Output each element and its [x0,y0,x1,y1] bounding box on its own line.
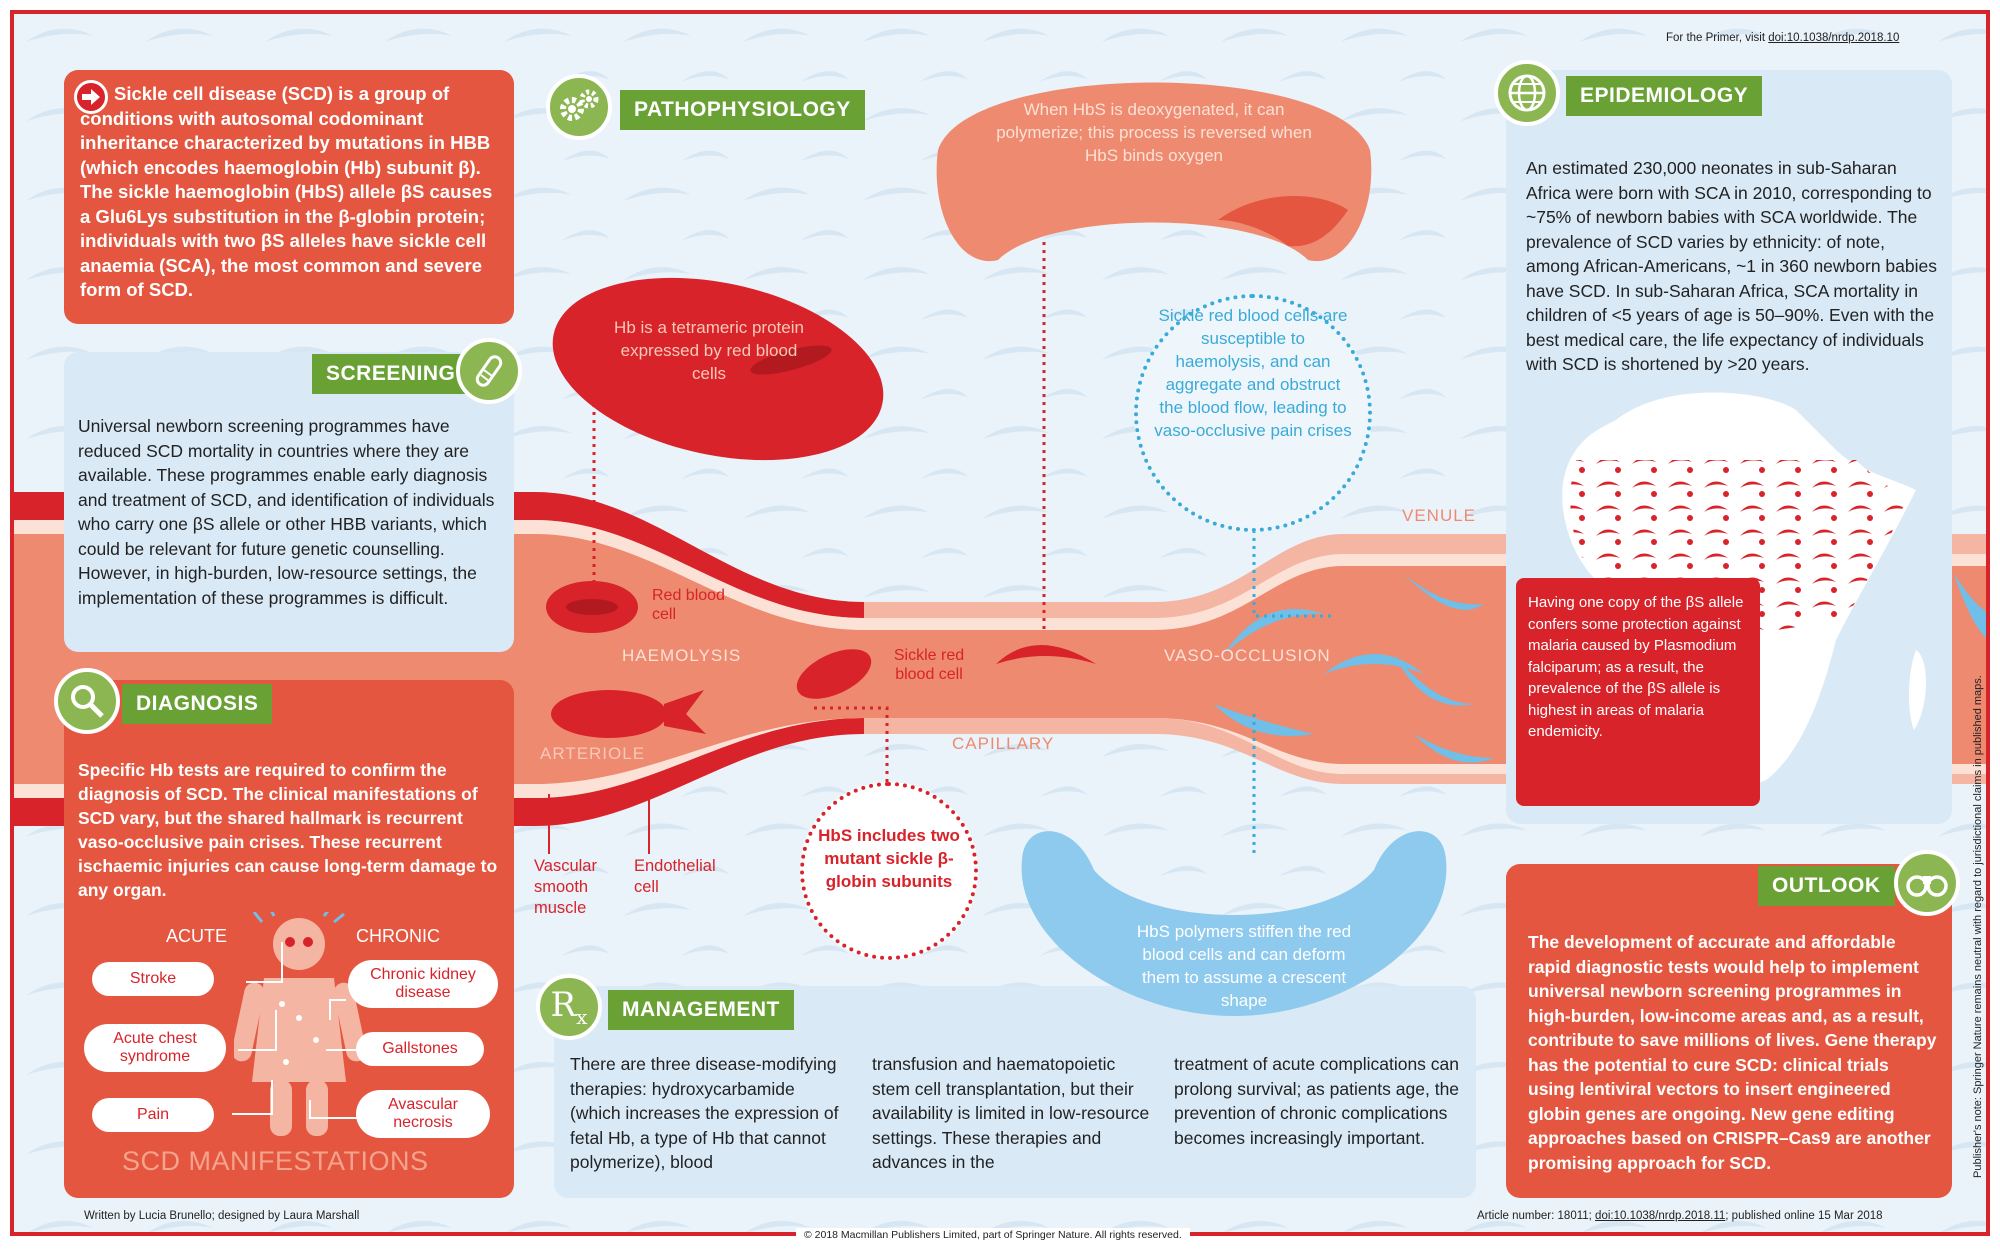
infographic-frame: HAEMOLYSIS VASO-OCCLUSION ARTERIOLE CAPI… [10,10,1990,1236]
capillary-label: CAPILLARY [952,734,1055,753]
vaso-occlusion-label: VASO-OCCLUSION [1164,646,1331,665]
hbs-includes-circle [800,782,978,960]
article-suffix: ; published online 15 Mar 2018 [1725,1210,1883,1222]
epidemiology-box: An estimated 230,000 neonates in sub-Sah… [1506,70,1952,824]
chronic-item-gallstones: Gallstones [356,1032,484,1066]
polymerize-sickle-cell [936,82,1372,262]
malaria-box: Having one copy of the βS allele confers… [1516,578,1760,806]
intro-text: Sickle cell disease (SCD) is a group of … [80,83,493,300]
arrow-right-icon [74,80,108,114]
polymers-text: HbS polymers stiffen the red blood cells… [1136,922,1352,1010]
polymerize-text: When HbS is deoxygenated, it can polymer… [996,100,1312,165]
tetrameric-text: Hb is a tetrameric protein expressed by … [614,318,804,383]
screening-text: Universal newborn screening programmes h… [78,416,495,608]
hbs-includes-text: HbS includes two mutant sickle β-globin … [818,826,960,891]
diagnosis-box: Specific Hb tests are required to confir… [64,680,514,1198]
polymer-sickle-cell [1021,831,1447,1016]
binoculars-icon [1894,850,1960,916]
pathophysiology-title: PATHOPHYSIOLOGY [620,90,865,130]
susceptible-circle [1134,294,1372,532]
susceptible-text: Sickle red blood cells are susceptible t… [1154,306,1352,440]
haemolysis-label: HAEMOLYSIS [622,646,742,665]
article-link[interactable]: doi:10.1038/nrdp.2018.11 [1595,1210,1726,1222]
management-title: MANAGEMENT [608,990,794,1030]
acute-item-chest-syndrome: Acute chest syndrome [84,1024,226,1072]
scd-manifestations-title: SCD MANIFESTATIONS [122,1146,429,1176]
diagnosis-title: DIAGNOSIS [122,684,273,724]
screening-title: SCREENING [312,354,470,394]
magnifier-icon [54,668,120,734]
sickle-red-blood-cell-label: Sickle red blood cell [893,647,965,683]
intro-box: Sickle cell disease (SCD) is a group of … [64,70,514,324]
arteriole-label: ARTERIOLE [540,744,646,763]
credits: Written by Lucia Brunello; designed by L… [84,1210,360,1222]
screening-box: Universal newborn screening programmes h… [64,352,514,652]
vascular-smooth-muscle-label: Vascular smooth muscle [534,857,597,917]
gears-icon [546,74,612,140]
management-col3: treatment of acute complications can pro… [1174,1054,1460,1148]
article-prefix: Article number: 18011; [1477,1210,1596,1222]
acute-label: ACUTE [166,926,228,946]
primer-prefix: For the Primer, visit [1666,32,1769,44]
endothelial-cell-label: Endothelial cell [634,857,716,896]
acute-item-stroke: Stroke [92,962,214,996]
malaria-text: Having one copy of the βS allele confers… [1528,594,1744,740]
primer-link[interactable]: doi:10.1038/nrdp.2018.10 [1768,32,1900,44]
article-info: Article number: 18011; doi:10.1038/nrdp.… [1477,1210,1883,1222]
epidemiology-text: An estimated 230,000 neonates in sub-Sah… [1526,158,1938,374]
outlook-box: The development of accurate and affordab… [1506,864,1952,1198]
management-col1: There are three disease-modifying therap… [570,1054,839,1172]
copyright: © 2018 Macmillan Publishers Limited, par… [796,1228,1190,1242]
red-blood-cell-label: Red blood cell [652,587,725,623]
epidemiology-title: EPIDEMIOLOGY [1566,76,1763,116]
chronic-item-kidney-disease: Chronic kidney disease [348,960,498,1008]
rx-icon: Rx [536,974,602,1040]
test-tube-icon [456,338,522,404]
primer-note: For the Primer, visit doi:10.1038/nrdp.2… [1666,32,1899,44]
venule-label: VENULE [1402,506,1477,525]
outlook-text: The development of accurate and affordab… [1528,932,1937,1173]
management-box: There are three disease-modifying therap… [554,986,1476,1198]
tetrameric-red-cell [552,277,884,461]
diagnosis-text: Specific Hb tests are required to confir… [78,760,498,900]
acute-item-pain: Pain [92,1098,214,1132]
publisher-note: Publisher's note: Springer Nature remain… [1972,675,1984,1178]
globe-icon [1494,60,1560,126]
chronic-label: CHRONIC [356,926,440,946]
management-col2: transfusion and haematopoietic stem cell… [872,1054,1150,1172]
chronic-item-avascular-necrosis: Avascular necrosis [356,1090,490,1138]
outlook-title: OUTLOOK [1758,866,1895,906]
